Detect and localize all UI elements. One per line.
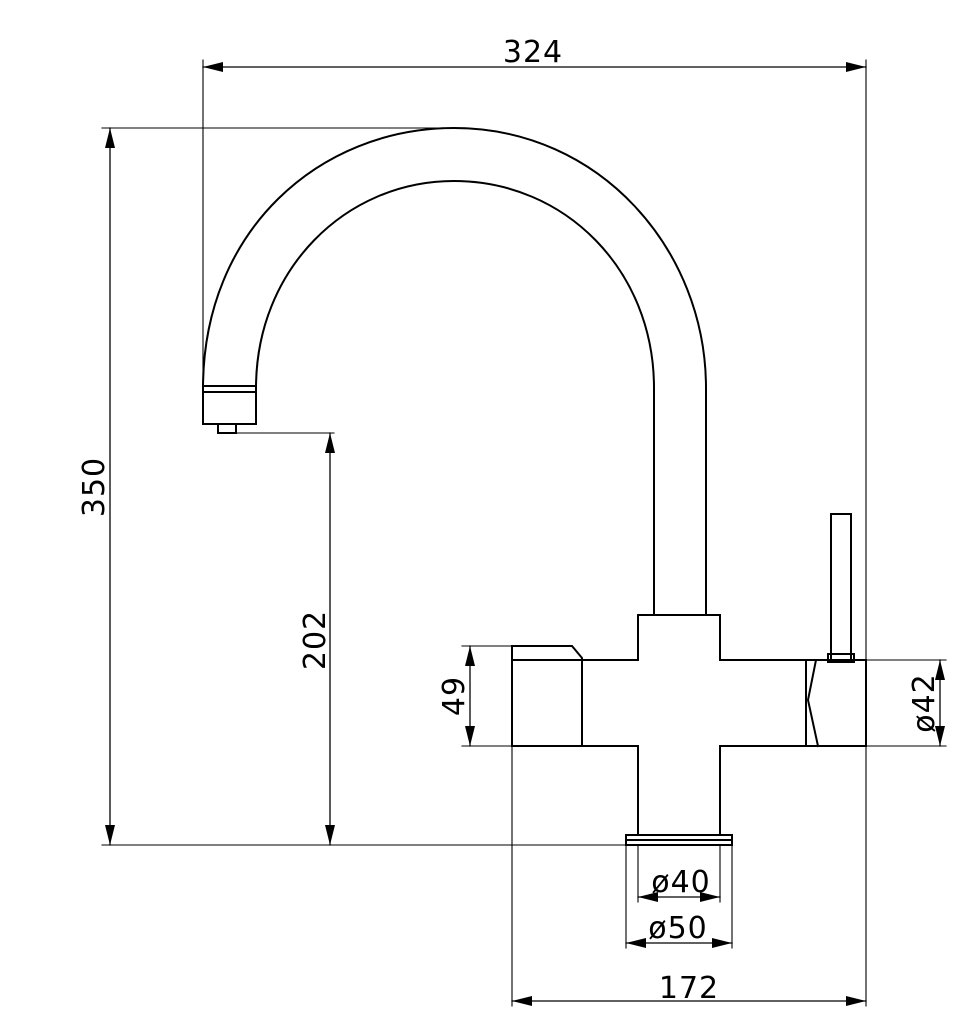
dim-202-arrow-top: [325, 433, 335, 453]
dim-49-arrow-bottom: [465, 726, 475, 746]
dim-50-arrow-right: [712, 938, 732, 948]
dim-350-label: 350: [77, 457, 112, 517]
spout-outer-edge: [201, 126, 707, 616]
dim-42-arrow-bottom: [935, 726, 945, 746]
dimension-labels: 324 350 202 49 ø42 ø40 ø50 172: [77, 35, 942, 1006]
dimension-lines: [105, 62, 945, 1006]
dim-50-arrow-left: [626, 938, 646, 948]
dim-202-arrow-bottom: [325, 825, 335, 845]
dim-49-arrow-top: [465, 646, 475, 666]
left-handle: [511, 645, 583, 747]
lever-rod: [830, 513, 852, 661]
dim-172-arrow-left: [512, 996, 532, 1006]
dim-40-label: ø40: [651, 865, 711, 900]
dim-172-label: 172: [659, 971, 719, 1006]
aerator-nozzle: [217, 423, 237, 434]
dim-42-arrow-top: [935, 660, 945, 680]
dim-350-arrow-bottom: [105, 825, 115, 845]
lever-collar: [827, 653, 855, 663]
faucet-outline: [201, 126, 867, 846]
dim-324-label: 324: [503, 35, 563, 70]
dim-49-label: 49: [437, 676, 472, 716]
dim-40-arrow-right: [700, 892, 720, 902]
dim-202-label: 202: [298, 610, 333, 670]
dim-172-arrow-right: [846, 996, 866, 1006]
dim-350-arrow-top: [105, 128, 115, 148]
dim-40-arrow-left: [638, 892, 658, 902]
right-handle-bevel: [805, 659, 820, 748]
dim-42-label: ø42: [907, 673, 942, 733]
spout-inner-edge: [254, 179, 655, 616]
faucet-body: [581, 614, 807, 836]
dim-50-label: ø50: [648, 911, 708, 946]
dim-324-arrow-left: [203, 62, 223, 72]
dim-324-arrow-right: [846, 62, 866, 72]
extension-lines: [101, 59, 947, 1007]
